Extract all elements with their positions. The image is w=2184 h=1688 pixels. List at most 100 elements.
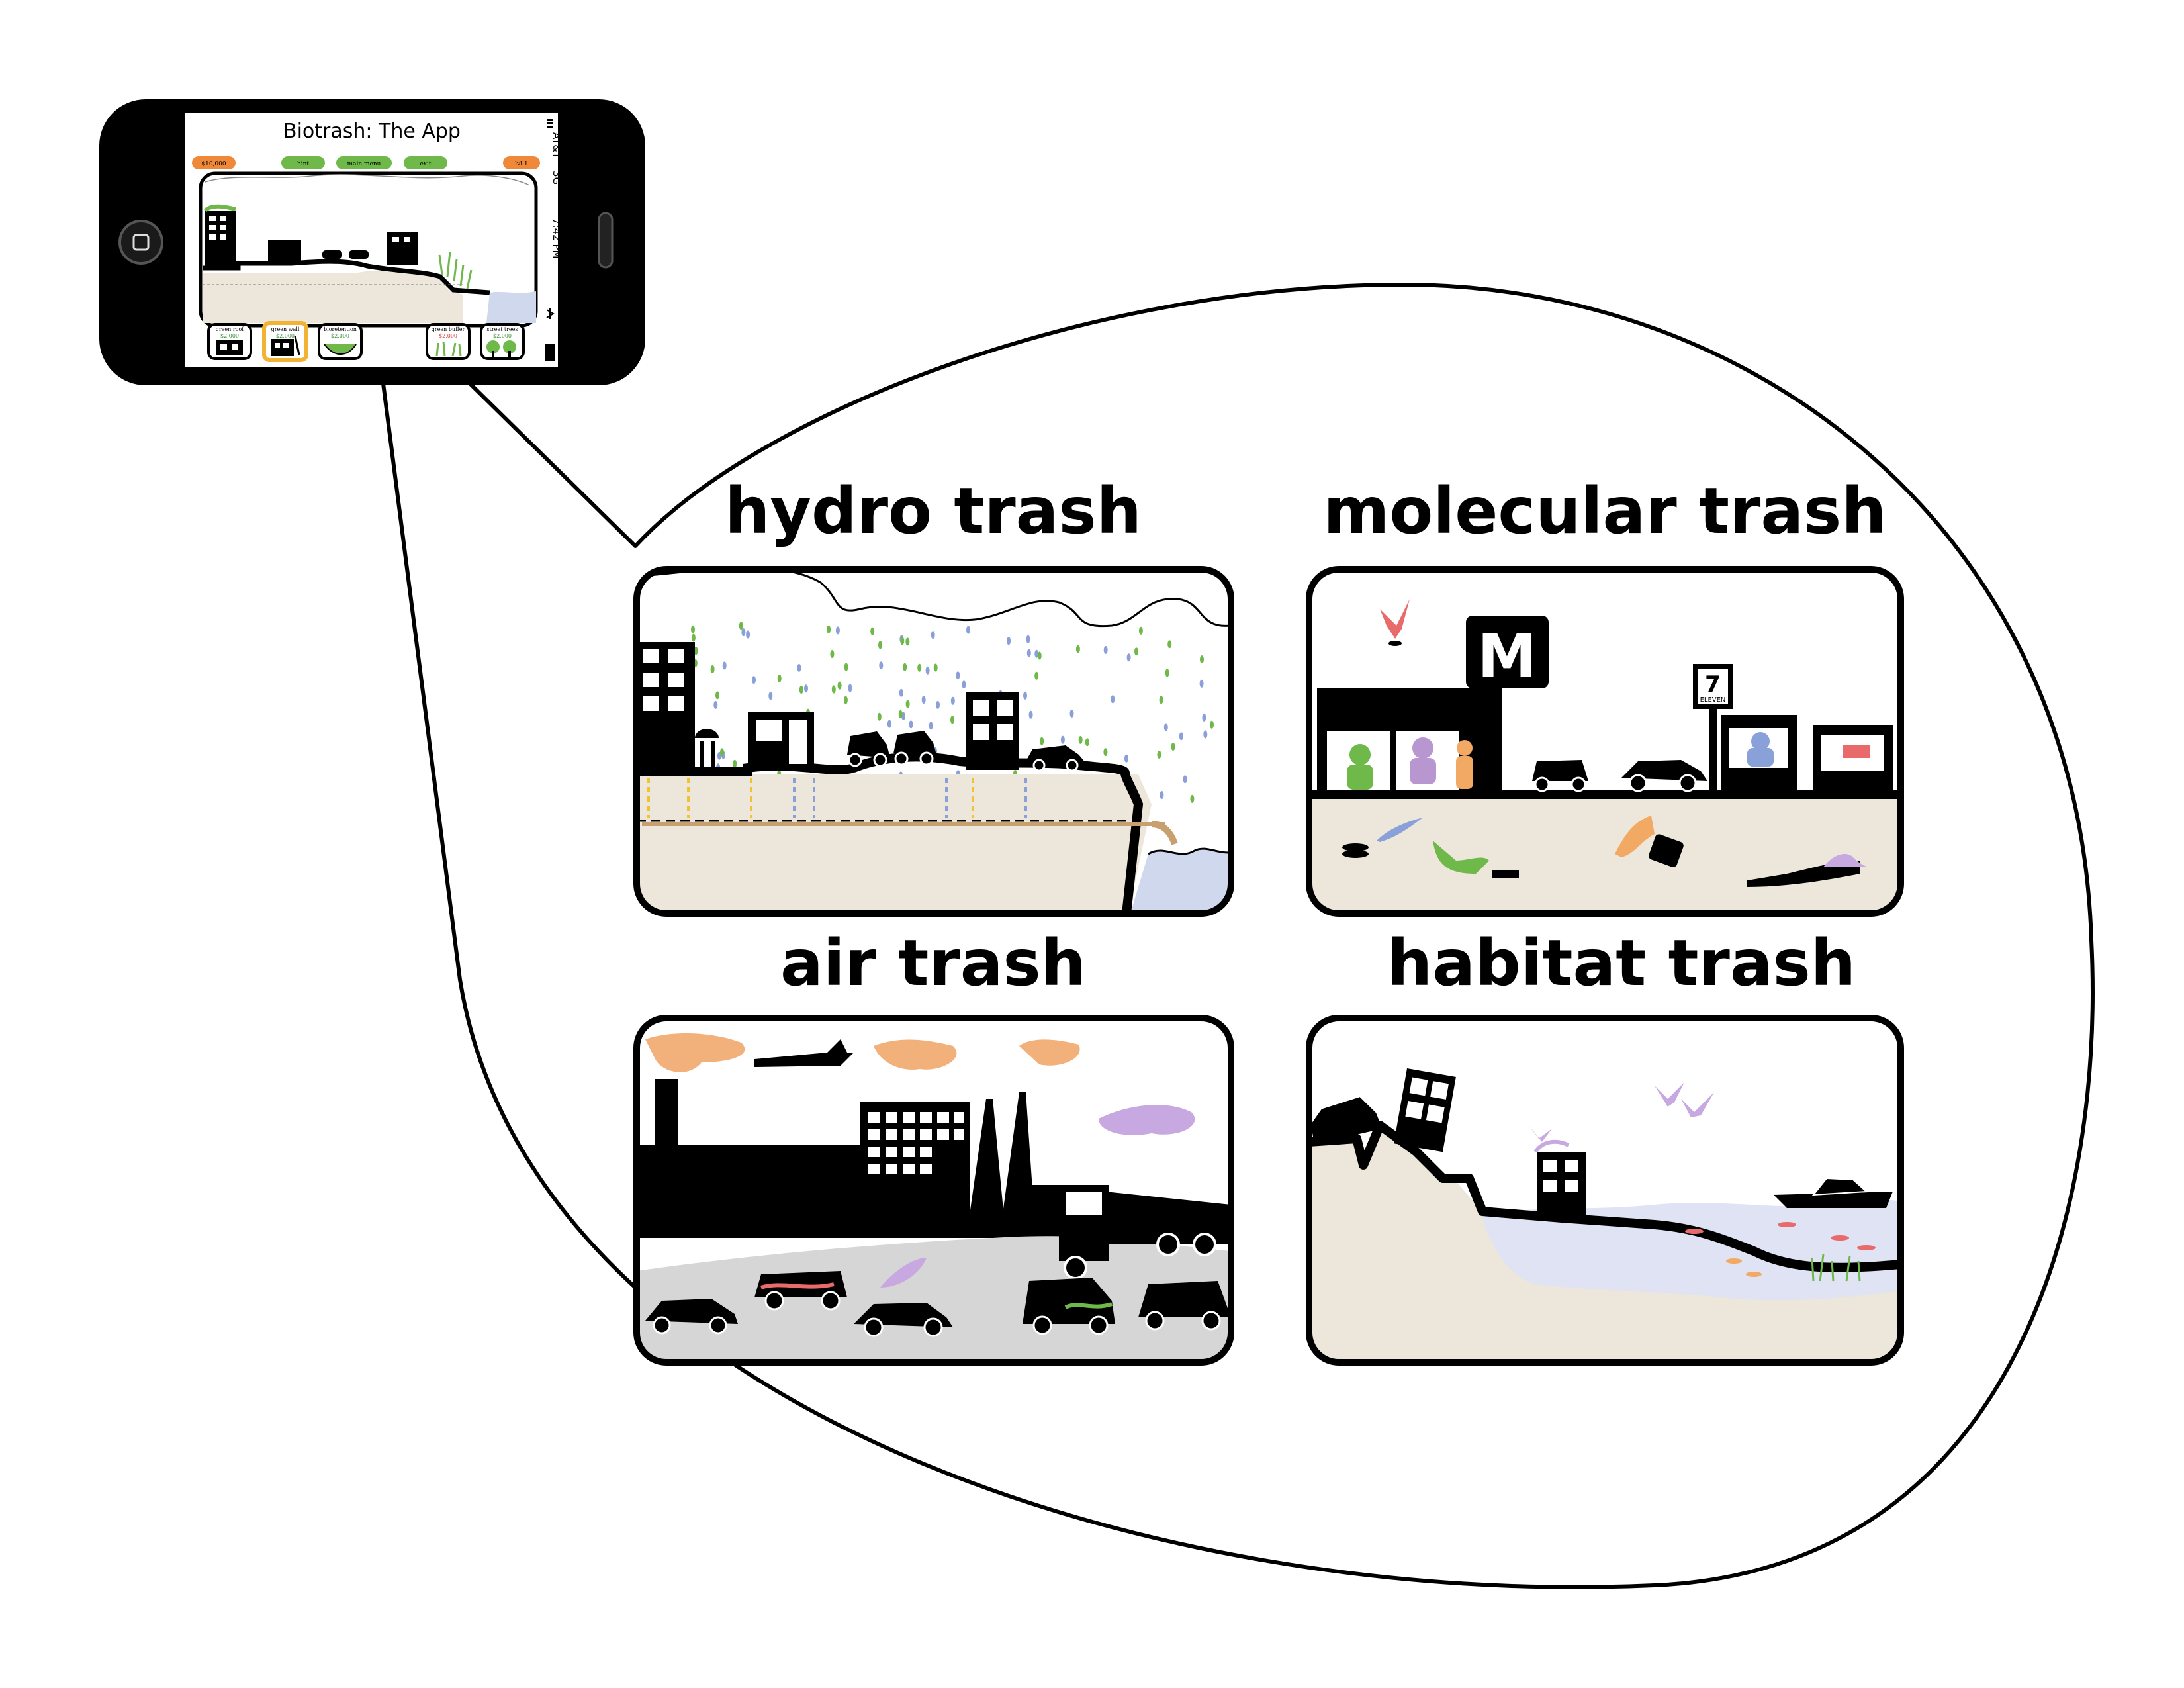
car-icon <box>893 731 936 766</box>
car-icon <box>322 250 342 259</box>
status-time: 7:42 PM <box>551 218 563 258</box>
tool-cost: $2,000 <box>439 333 457 339</box>
home-button[interactable] <box>118 220 163 265</box>
raindrop <box>1075 645 1080 653</box>
raindrop <box>777 674 782 682</box>
sea-grass <box>1811 1254 1861 1282</box>
raindrop <box>844 663 848 671</box>
building-icon <box>637 642 695 774</box>
store-word: ELEVEN <box>1700 696 1726 704</box>
store-number: 7 <box>1705 671 1721 698</box>
raindrop <box>799 686 803 694</box>
tool-cost: $2,000 <box>331 333 349 339</box>
factory-building <box>637 1079 1099 1238</box>
convenience-store-sign: 7 ELEVEN <box>1693 664 1733 794</box>
fast-food-logo: M <box>1477 622 1537 691</box>
raindrop <box>1037 651 1042 660</box>
umbrella-icon <box>695 729 719 768</box>
phone: AT&T 3G 7:42 PM Biotrash: The App $10,00… <box>99 99 645 385</box>
raindrop <box>835 626 840 635</box>
raindrop <box>1111 695 1115 704</box>
raindrop <box>1103 748 1108 757</box>
raindrop <box>804 684 808 693</box>
battery-icon <box>545 344 555 361</box>
truck-icon <box>1059 1185 1231 1280</box>
raindrop <box>713 700 718 709</box>
building-icon <box>1533 1139 1586 1215</box>
raindrop <box>877 712 882 721</box>
raindrop <box>710 665 715 673</box>
hint-button[interactable]: hint <box>281 156 325 169</box>
raindrop <box>848 684 852 692</box>
bluetooth-icon <box>546 308 555 319</box>
tool-green-buffer[interactable]: green buffer $2,000 <box>426 323 471 360</box>
raindrop <box>1007 637 1011 645</box>
raindrop <box>925 666 930 675</box>
wrecked-car-icon <box>1310 1097 1383 1145</box>
raindrop <box>921 696 926 704</box>
raindrop <box>950 716 954 724</box>
raindrop <box>909 720 913 729</box>
raindrop <box>797 663 801 672</box>
raindrop <box>1034 671 1039 680</box>
building-icon <box>748 712 814 771</box>
exit-button[interactable]: exit <box>404 156 447 169</box>
raindrop <box>878 641 882 649</box>
raindrop <box>1203 730 1208 739</box>
tool-bioretention[interactable]: bioretention $2,000 <box>318 323 363 360</box>
level-label: lvl 1 <box>515 161 527 167</box>
air-trash-panel <box>633 1015 1234 1366</box>
raindrop <box>1183 775 1187 784</box>
tool-green-wall[interactable]: green wall $2,000 <box>262 321 308 362</box>
raindrop <box>837 681 842 690</box>
habitat-trash-title: habitat trash <box>1387 926 1856 1000</box>
tool-label: green roof <box>216 326 245 332</box>
raindrop <box>694 647 698 655</box>
raindrop <box>903 663 907 671</box>
car-icon <box>1621 760 1707 792</box>
status-network: 3G <box>551 171 563 185</box>
raindrop <box>746 630 751 639</box>
tool-label: bioretention <box>324 326 357 332</box>
raindrop <box>1138 626 1143 635</box>
fast-food-sign: M <box>1466 616 1549 794</box>
raindrop <box>752 676 756 684</box>
main-menu-button[interactable]: main menu <box>336 156 392 169</box>
raindrop <box>1163 723 1168 731</box>
raindrop <box>1060 735 1065 744</box>
raindrop <box>827 625 831 633</box>
raindrop <box>831 685 836 694</box>
car-icon <box>1026 745 1085 772</box>
raindrop <box>1026 649 1031 657</box>
raindrop <box>1199 679 1204 688</box>
money-button[interactable]: $10,000 <box>192 156 236 169</box>
raindrop <box>1200 655 1204 664</box>
raindrop <box>933 663 938 672</box>
tool-street-trees[interactable]: street trees $2,000 <box>480 323 525 360</box>
building-icon <box>268 240 301 265</box>
building-icon <box>966 692 1019 770</box>
car-icon <box>645 1299 738 1335</box>
car-icon <box>854 1303 953 1337</box>
raindrop <box>1023 691 1027 700</box>
raindrop <box>1126 653 1131 662</box>
raindrop <box>931 631 935 639</box>
hydro-trash-title: hydro trash <box>725 474 1142 548</box>
tool-cost: $2,000 <box>276 333 295 339</box>
game-scene[interactable] <box>199 171 538 328</box>
bird-icon <box>1380 599 1410 646</box>
tool-cost: $2,000 <box>220 333 239 339</box>
tool-green-roof[interactable]: green roof $2,000 <box>207 323 252 360</box>
raindrop <box>887 720 891 728</box>
phone-speaker <box>598 212 614 269</box>
car-icon <box>1023 1278 1115 1335</box>
car-icon <box>1532 760 1588 792</box>
raindrop <box>1026 635 1030 643</box>
raindrop <box>1171 743 1175 751</box>
level-button[interactable]: lvl 1 <box>503 156 540 169</box>
raindrop <box>1160 791 1164 799</box>
raindrop <box>1210 720 1214 729</box>
bird-icon <box>1529 1082 1714 1142</box>
raindrop <box>1040 737 1044 745</box>
